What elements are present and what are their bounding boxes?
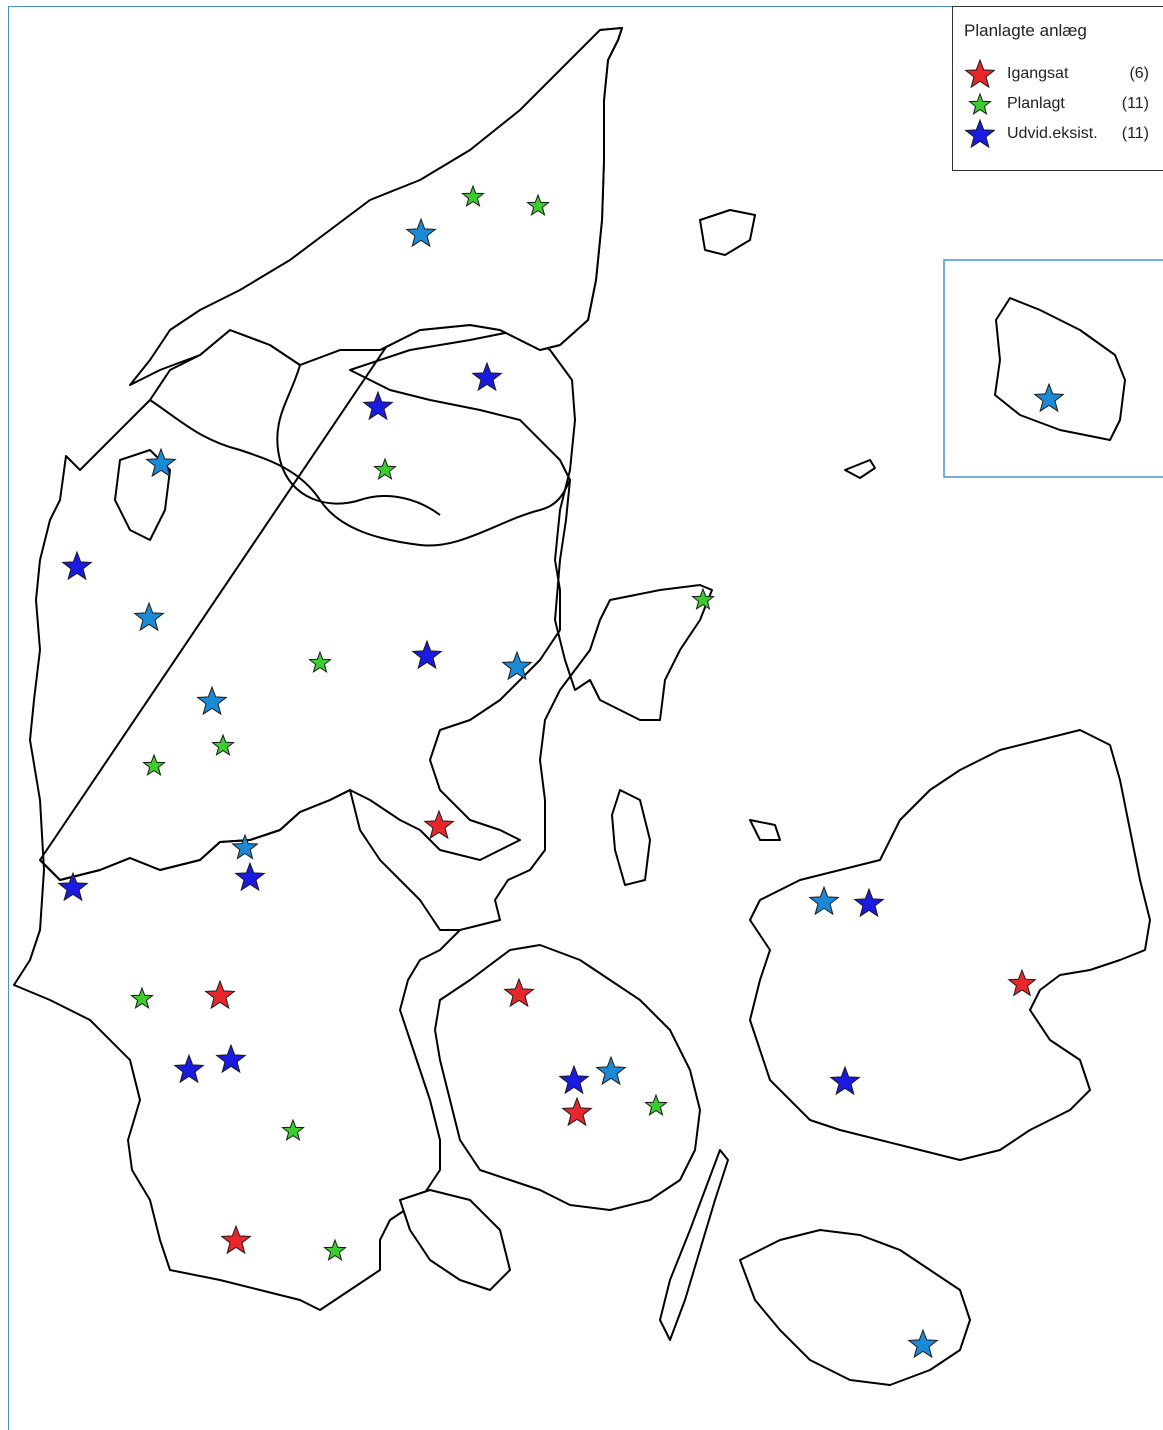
zealand <box>749 729 1151 1161</box>
facility-star-planlagt[interactable] <box>691 587 715 611</box>
samso-island <box>611 789 651 886</box>
legend-label-igangsat: Igangsat <box>1007 65 1069 82</box>
blue-star-icon <box>964 119 995 149</box>
facility-star-udvid_light[interactable] <box>196 685 228 716</box>
facility-star-igangsat[interactable] <box>561 1096 593 1127</box>
langeland <box>659 1149 729 1341</box>
facility-star-igangsat[interactable] <box>423 809 455 840</box>
bornholm-island <box>994 297 1126 441</box>
region-border-mid-jutland <box>39 789 460 931</box>
legend: Planlagte anlæg Igangsat (6) Planlagt (1… <box>952 6 1163 171</box>
small-island-kattegat <box>749 819 781 841</box>
facility-star-udvid_light[interactable] <box>231 833 259 860</box>
facility-star-igangsat[interactable] <box>220 1224 252 1255</box>
legend-item-udvid: Udvid.eksist. (11) <box>961 119 1161 149</box>
facility-star-udvid_light[interactable] <box>405 217 437 248</box>
facility-star-igangsat[interactable] <box>1007 968 1037 997</box>
als-island <box>399 1189 511 1291</box>
facility-star-udvid_dark[interactable] <box>234 861 266 892</box>
laeso-island <box>699 209 756 256</box>
facility-star-udvid_dark[interactable] <box>215 1043 247 1074</box>
facility-star-planlagt[interactable] <box>461 184 485 208</box>
facility-star-udvid_dark[interactable] <box>61 550 93 581</box>
facility-star-udvid_light[interactable] <box>145 447 177 478</box>
facility-star-planlagt[interactable] <box>644 1093 668 1117</box>
facility-star-udvid_dark[interactable] <box>57 871 89 902</box>
red-star-icon <box>964 59 995 89</box>
facility-star-udvid_dark[interactable] <box>471 361 503 392</box>
facility-star-udvid_light[interactable] <box>808 885 840 916</box>
anholt-island <box>844 459 876 479</box>
facility-star-planlagt[interactable] <box>130 986 154 1010</box>
limfjord-inner <box>276 364 441 516</box>
facility-star-planlagt[interactable] <box>281 1118 305 1142</box>
vendsyssel <box>129 27 623 386</box>
facility-star-planlagt[interactable] <box>211 733 235 757</box>
legend-item-igangsat: Igangsat (6) <box>961 59 1161 89</box>
facility-star-igangsat[interactable] <box>204 979 236 1010</box>
facility-star-planlagt[interactable] <box>142 753 166 777</box>
legend-count-planlagt: (11) <box>1121 95 1149 112</box>
facility-star-udvid_light[interactable] <box>133 601 165 632</box>
green-star-icon <box>968 92 992 116</box>
facility-star-igangsat[interactable] <box>503 977 535 1008</box>
facility-star-udvid_light[interactable] <box>595 1055 627 1086</box>
facility-star-planlagt[interactable] <box>323 1238 347 1262</box>
legend-label-planlagt: Planlagt <box>1007 95 1065 112</box>
facility-star-udvid_light[interactable] <box>1033 382 1065 413</box>
facility-star-udvid_dark[interactable] <box>411 639 443 670</box>
facility-star-planlagt[interactable] <box>373 457 397 481</box>
legend-title: Planlagte anlæg <box>964 21 1087 40</box>
legend-count-igangsat: (6) <box>1129 65 1149 82</box>
facility-star-udvid_dark[interactable] <box>362 390 394 421</box>
facility-star-udvid_dark[interactable] <box>853 887 885 918</box>
facility-star-planlagt[interactable] <box>526 193 550 217</box>
facility-star-udvid_light[interactable] <box>907 1328 939 1359</box>
facility-star-udvid_dark[interactable] <box>558 1064 590 1095</box>
map-frame <box>8 6 1163 1430</box>
limfjord <box>149 399 571 547</box>
legend-label-udvid: Udvid.eksist. <box>1007 125 1098 142</box>
facility-star-udvid_dark[interactable] <box>173 1053 205 1084</box>
lolland-falster <box>739 1229 971 1386</box>
legend-item-planlagt: Planlagt (11) <box>961 89 1161 119</box>
facility-markers <box>57 184 1065 1359</box>
facility-star-planlagt[interactable] <box>308 650 332 674</box>
facility-star-udvid_light[interactable] <box>501 650 533 681</box>
legend-count-udvid: (11) <box>1121 125 1149 142</box>
facility-star-udvid_dark[interactable] <box>829 1065 861 1096</box>
